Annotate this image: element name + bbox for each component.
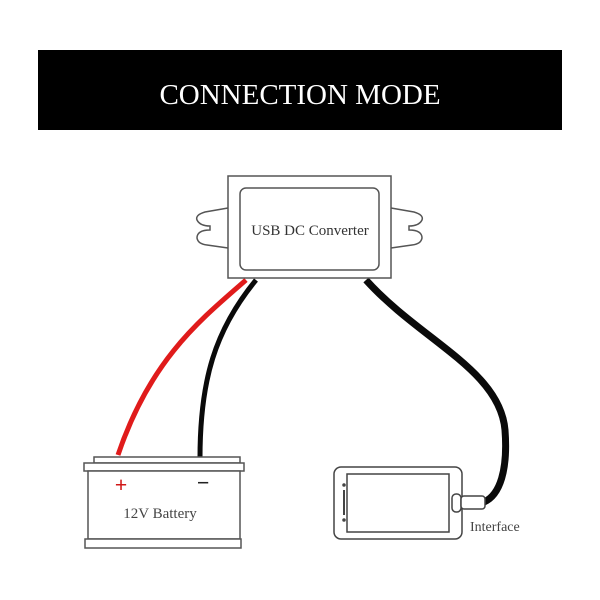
left-mounting-tab [195, 207, 229, 249]
negative-wire [197, 278, 258, 459]
usb-output-wire [363, 277, 510, 506]
right-mounting-tab [390, 207, 424, 249]
title-banner [38, 50, 562, 130]
usb-dc-converter [195, 175, 424, 279]
battery-label: 12V Battery [123, 506, 197, 522]
negative-terminal: − [197, 470, 210, 495]
interface-label: Interface [470, 520, 520, 535]
smartphone [333, 466, 486, 540]
positive-terminal: + [115, 472, 128, 497]
positive-wire [115, 278, 248, 456]
battery [83, 456, 245, 549]
banner-title: CONNECTION MODE [159, 79, 440, 111]
usb-plug [460, 495, 486, 510]
converter-label: USB DC Converter [251, 223, 369, 239]
